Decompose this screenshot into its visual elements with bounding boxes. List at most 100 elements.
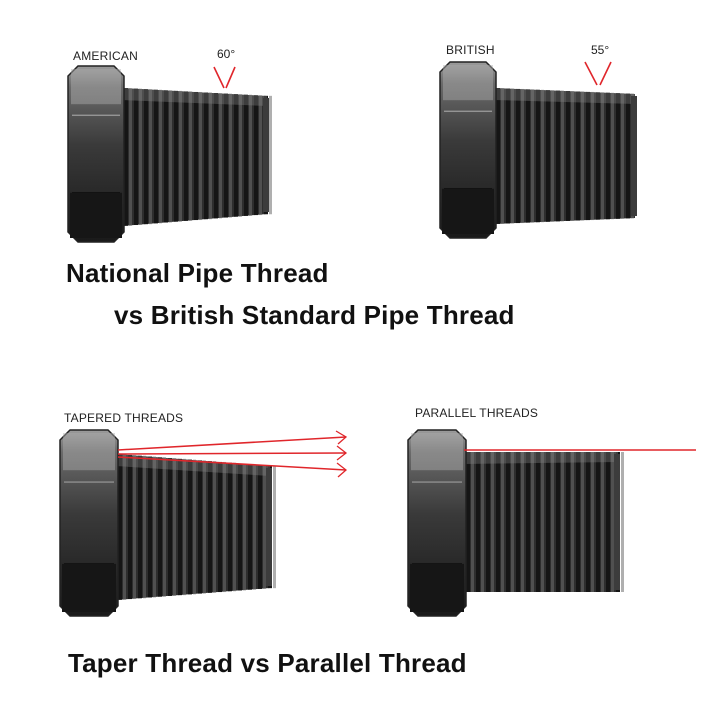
taper-arrowhead — [336, 445, 348, 461]
thread-groove — [486, 452, 490, 592]
thread-groove — [224, 93, 228, 218]
thread-groove — [158, 457, 162, 597]
thread-groove — [596, 92, 600, 220]
british-fitting — [439, 61, 637, 239]
thread-groove — [546, 90, 550, 222]
thread-groove — [466, 452, 470, 592]
thread-groove — [204, 92, 208, 220]
thread-groove — [154, 89, 158, 224]
thread-crest — [561, 90, 564, 222]
thread-crest — [129, 88, 132, 226]
thread-highlight — [122, 88, 267, 106]
thread-crest — [551, 452, 554, 592]
thread-groove — [526, 89, 530, 223]
thread-crest — [263, 465, 266, 589]
angle-line — [599, 61, 612, 86]
thread-groove — [144, 89, 148, 225]
thread-crest — [193, 459, 196, 595]
thread-groove — [168, 458, 172, 596]
thread-crest — [169, 90, 172, 223]
thread-crest — [159, 89, 162, 224]
angle-line — [213, 66, 225, 89]
thread-crest — [179, 90, 182, 222]
hex-bottom-face — [442, 188, 494, 234]
thread-crest — [571, 452, 574, 592]
thread-groove — [536, 89, 540, 223]
thread-groove — [258, 465, 262, 589]
thread-groove — [526, 452, 530, 592]
thread-groove — [606, 92, 610, 220]
hex-top-shine — [443, 65, 493, 101]
thread-crest — [229, 93, 232, 218]
thread-groove — [506, 452, 510, 592]
thread-crest — [233, 462, 236, 592]
thread-crest — [123, 454, 126, 600]
taper-arrowhead — [335, 430, 348, 445]
thread-crest — [501, 88, 504, 224]
parallel-fitting — [407, 429, 624, 617]
thread-crest — [213, 461, 216, 593]
british-label: BRITISH — [446, 43, 495, 57]
thread-groove — [496, 88, 500, 224]
angle-60-label: 60° — [217, 47, 236, 61]
thread-crest — [611, 92, 614, 220]
thread-crest — [601, 92, 604, 220]
thread-crest — [541, 89, 544, 223]
hex-bottom-face — [70, 192, 122, 238]
taper-arrowhead — [336, 462, 348, 478]
thread-crest — [521, 88, 524, 224]
angle-line — [584, 61, 598, 86]
thread-groove — [546, 452, 550, 592]
thread-crest — [249, 94, 252, 216]
thread-crest — [219, 93, 222, 219]
angle-line — [225, 66, 236, 89]
thread-crest — [491, 452, 494, 592]
thread-crest — [173, 458, 176, 596]
thread-crest — [581, 91, 584, 221]
thread-groove — [626, 93, 630, 219]
hex-top-shine — [71, 69, 121, 105]
thread-crest — [601, 452, 604, 592]
thread-crest — [149, 89, 152, 225]
thread-groove — [164, 90, 168, 223]
thread-groove — [228, 462, 232, 592]
thread-crest — [209, 92, 212, 220]
thread-groove — [188, 459, 192, 595]
title-vs-british-standard: vs British Standard Pipe Thread — [114, 300, 515, 330]
thread-crest — [239, 94, 242, 217]
tapered-threads-label: TAPERED THREADS — [64, 411, 184, 425]
thread-groove — [178, 458, 182, 596]
thread-groove — [496, 452, 500, 592]
taper-lines — [117, 430, 348, 478]
thread-crest — [531, 89, 534, 223]
parallel-threads-label: PARALLEL THREADS — [415, 406, 539, 420]
hex-top-shine — [63, 433, 115, 471]
thread-groove — [244, 94, 248, 216]
thread-groove — [238, 463, 242, 591]
thread-highlight — [464, 452, 618, 464]
thread-crest — [189, 91, 192, 221]
thread-crest — [243, 463, 246, 591]
thread-crest — [183, 458, 186, 596]
thread-groove — [586, 452, 590, 592]
thread-groove — [128, 454, 132, 600]
thread-end — [631, 96, 637, 216]
thread-groove — [516, 88, 520, 224]
thread-groove — [184, 91, 188, 221]
taper-line — [117, 436, 347, 451]
title-taper-vs-parallel: Taper Thread vs Parallel Thread — [68, 648, 467, 678]
american-fitting — [67, 65, 272, 243]
thread-crest — [139, 88, 142, 226]
thread-crest — [259, 95, 262, 216]
thread-groove — [566, 452, 570, 592]
thread-crest — [511, 88, 514, 224]
thread-crest — [521, 452, 524, 592]
thread-highlight — [494, 88, 635, 104]
hex-bottom-face — [62, 563, 116, 612]
thread-groove — [208, 461, 212, 593]
thread-groove — [148, 456, 152, 598]
thread-groove — [254, 95, 258, 216]
angle-55-indicator — [584, 61, 612, 86]
thread-crest — [511, 452, 514, 592]
thread-groove — [576, 91, 580, 221]
